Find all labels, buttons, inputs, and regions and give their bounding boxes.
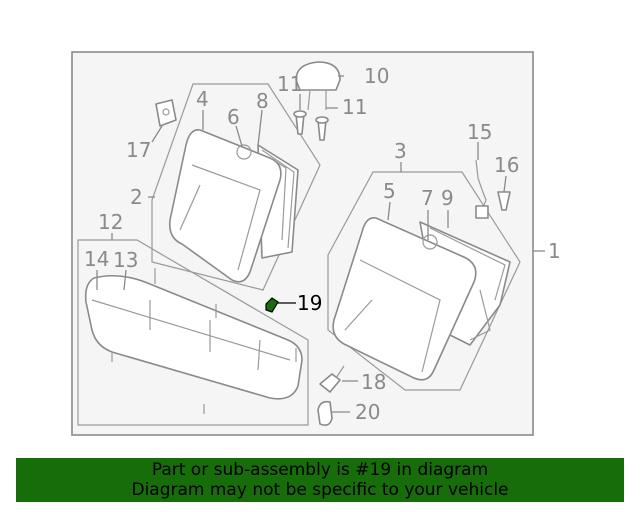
parts-diagram: 1 2 3 4 5 6 7 8 9 10 11 11 12 13 14 15 1… xyxy=(71,51,561,436)
callout-9: 9 xyxy=(441,186,454,210)
callout-15: 15 xyxy=(467,120,492,144)
callout-11-right: 11 xyxy=(342,95,367,119)
info-banner: Part or sub-assembly is #19 in diagram D… xyxy=(16,458,624,502)
callout-16: 16 xyxy=(494,153,519,177)
clip-16 xyxy=(497,191,511,211)
subassembly-12-frame xyxy=(77,239,309,426)
callout-1: 1 xyxy=(548,239,561,263)
cover-20 xyxy=(317,400,333,426)
callout-12: 12 xyxy=(98,210,123,234)
callout-20: 20 xyxy=(355,400,380,424)
callout-2: 2 xyxy=(130,185,143,209)
callout-7: 7 xyxy=(421,186,434,210)
callout-11-left: 11 xyxy=(277,72,302,96)
callout-17: 17 xyxy=(126,138,151,162)
callout-19[interactable]: 19 xyxy=(297,291,322,315)
right-seat-back xyxy=(332,216,511,381)
callout-14: 14 xyxy=(84,247,109,271)
bolts-11 xyxy=(293,110,329,141)
part-19-highlight[interactable] xyxy=(265,297,279,313)
callout-18: 18 xyxy=(361,370,386,394)
headrest-10 xyxy=(295,61,341,111)
callout-4: 4 xyxy=(196,87,209,111)
left-seat-back xyxy=(168,128,299,283)
callout-5: 5 xyxy=(383,179,396,203)
latch-18 xyxy=(319,365,345,393)
banner-line-1: Part or sub-assembly is #19 in diagram xyxy=(151,460,489,480)
callout-13: 13 xyxy=(113,248,138,272)
leader-lines xyxy=(96,75,545,413)
seat-cushion xyxy=(84,268,303,414)
cable-15 xyxy=(475,159,489,219)
bracket-17 xyxy=(155,99,177,127)
callout-3: 3 xyxy=(394,139,407,163)
callout-8: 8 xyxy=(256,89,269,113)
subassembly-2-frame xyxy=(151,83,321,291)
callout-6: 6 xyxy=(227,105,240,129)
banner-line-2: Diagram may not be specific to your vehi… xyxy=(131,480,509,500)
callout-10: 10 xyxy=(364,64,389,88)
